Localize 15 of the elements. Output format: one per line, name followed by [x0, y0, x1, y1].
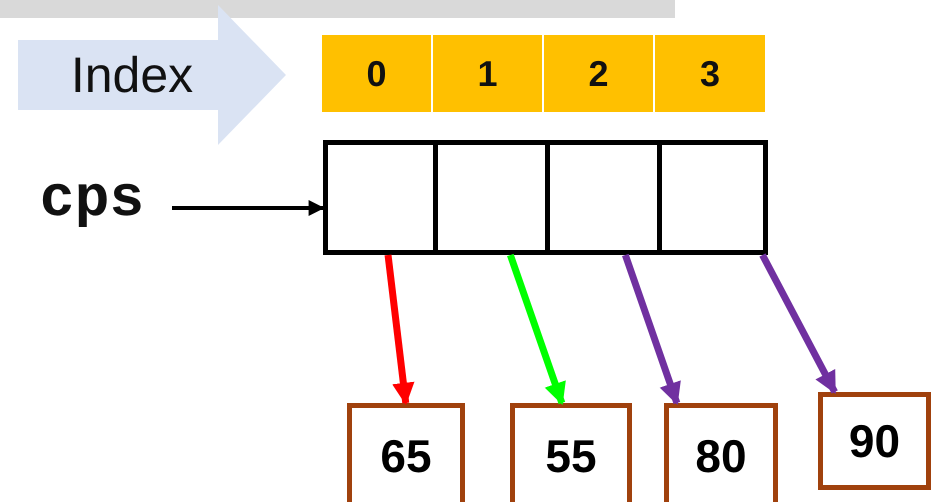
arrow	[622, 254, 681, 406]
value-box: 80	[664, 403, 778, 502]
arrow	[507, 254, 566, 406]
index-number: 1	[433, 35, 542, 112]
index-number: 0	[322, 35, 431, 112]
index-label: Index	[70, 46, 194, 104]
index-number: 3	[655, 35, 765, 112]
value-box: 55	[510, 403, 632, 502]
variable-name: cps	[12, 170, 172, 230]
arrow	[172, 200, 325, 216]
value-box: 90	[818, 392, 931, 490]
index-number: 2	[544, 35, 653, 112]
arrow	[384, 254, 414, 406]
value-box: 65	[347, 403, 465, 502]
arrow	[759, 253, 838, 394]
